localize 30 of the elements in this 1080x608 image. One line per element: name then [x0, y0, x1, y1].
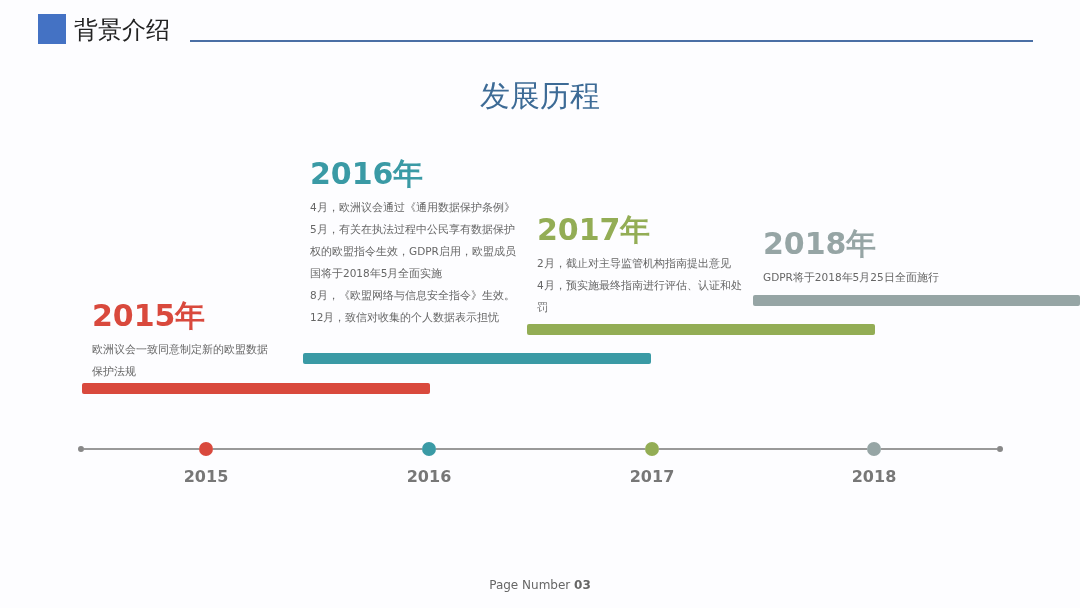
timeline-dot — [645, 442, 659, 456]
timeline-line — [880, 448, 998, 450]
year-heading: 2018年 — [763, 226, 877, 262]
event-text: GDPR将于2018年5月25日全面施行 — [763, 270, 940, 285]
year-heading: 2017年 — [537, 212, 651, 248]
page-number: Page Number 03 — [488, 577, 592, 594]
timeline-end-dot — [78, 446, 84, 452]
year-heading: 2015年 — [92, 298, 206, 334]
year-heading: 2016年 — [310, 156, 424, 192]
event-text: 4月，欧洲议会通过《通用数据保护条例》 — [310, 200, 516, 215]
timeline-line — [435, 448, 646, 450]
year-label: 2015 — [182, 467, 230, 486]
title: 背景介绍 — [74, 15, 170, 46]
event-text: 4月，预实施最终指南进行评估、认证和处罚 — [537, 278, 743, 315]
event-text: 12月，致信对收集的个人数据表示担忧 — [310, 310, 501, 325]
timeline-dot — [199, 442, 213, 456]
year-label: 2016 — [405, 467, 453, 486]
timeline-line — [658, 448, 868, 450]
year-label: 2017 — [628, 467, 676, 486]
timeline-line — [212, 448, 423, 450]
event-text: 8月，《欧盟网络与信息安全指令》生效。 — [310, 288, 516, 303]
event-text: 5月，有关在执法过程中公民享有数据保护权的欧盟指令生效，GDPR启用，欧盟成员国将于2018年5月全面实施 — [310, 222, 517, 281]
subtitle: 发展历程 — [479, 77, 601, 115]
event-text: 欧洲议会一致同意制定新的欧盟数据保护法规 — [92, 342, 269, 379]
timeline-line — [83, 448, 200, 450]
timeline-dot — [867, 442, 881, 456]
timeline-dot — [422, 442, 436, 456]
event-text: 2月，截止对主导监管机构指南提出意见 — [537, 256, 732, 271]
timeline-end-dot — [997, 446, 1003, 452]
year-label: 2018 — [850, 467, 898, 486]
